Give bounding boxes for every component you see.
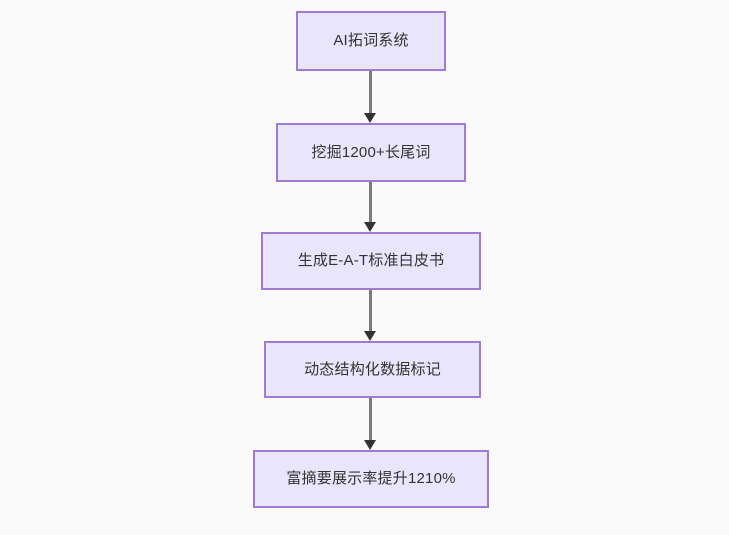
flow-node-label: 富摘要展示率提升1210% bbox=[286, 470, 456, 487]
connector-shaft bbox=[369, 290, 372, 333]
flow-connector-4 bbox=[364, 398, 376, 450]
flow-node-label: 动态结构化数据标记 bbox=[304, 360, 441, 378]
flow-node-label: AI拓词系统 bbox=[333, 32, 409, 49]
flow-connector-3 bbox=[364, 290, 376, 341]
arrow-down-icon bbox=[364, 113, 376, 123]
flow-node-dynamic-structured-data-markup[interactable]: 动态结构化数据标记 bbox=[264, 341, 481, 398]
flow-node-ai-keyword-system[interactable]: AI拓词系统 bbox=[296, 11, 446, 71]
flow-node-label: 挖掘1200+长尾词 bbox=[311, 143, 431, 161]
connector-shaft bbox=[369, 398, 372, 442]
connector-shaft bbox=[369, 182, 372, 224]
flow-connector-2 bbox=[364, 182, 376, 232]
flow-node-generate-eat-whitepaper[interactable]: 生成E-A-T标准白皮书 bbox=[261, 232, 481, 290]
flow-node-rich-snippet-impression-uplift[interactable]: 富摘要展示率提升1210% bbox=[253, 450, 489, 508]
flow-node-mine-longtail-keywords[interactable]: 挖掘1200+长尾词 bbox=[276, 123, 466, 182]
flow-node-label: 生成E-A-T标准白皮书 bbox=[297, 252, 445, 269]
arrow-down-icon bbox=[364, 440, 376, 450]
arrow-down-icon bbox=[364, 222, 376, 232]
connector-shaft bbox=[369, 71, 372, 115]
arrow-down-icon bbox=[364, 331, 376, 341]
flow-connector-1 bbox=[364, 71, 376, 123]
